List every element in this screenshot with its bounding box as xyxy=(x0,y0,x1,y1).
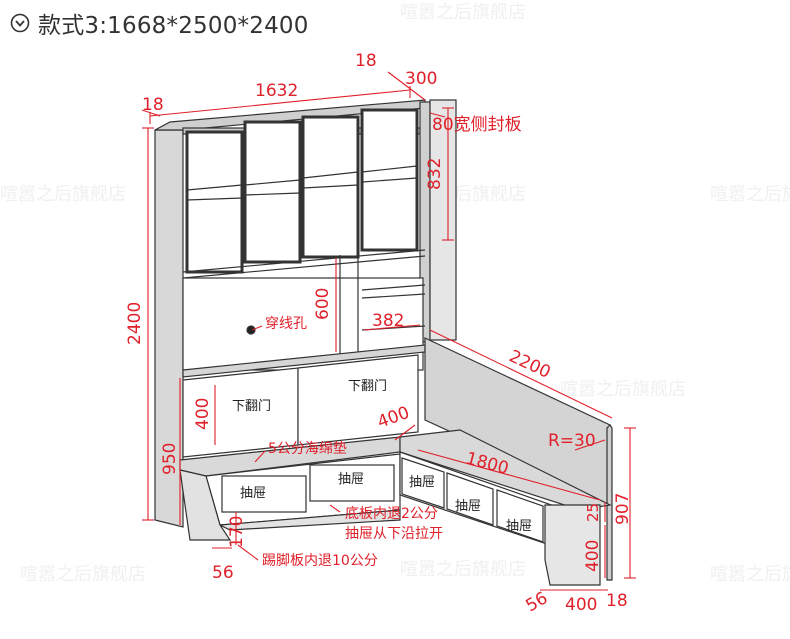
dim-shelf-width: 382 xyxy=(372,311,404,331)
dimension-lines xyxy=(141,71,636,591)
dim-drawer-gap: 25 xyxy=(584,503,602,522)
watermark: 喧嚣之后旗舰店 xyxy=(0,184,126,205)
dim-upper-height: 832 xyxy=(425,158,445,190)
dim-depth: 300 xyxy=(405,69,437,89)
dim-right-height: 907 xyxy=(613,493,633,525)
chevron-down-circle-icon xyxy=(10,13,30,33)
watermark: 喧嚣之后旗舰店 xyxy=(710,564,790,585)
dim-width: 1632 xyxy=(255,81,298,101)
label-kick-recess: 踢脚板内退10公分 xyxy=(262,553,378,569)
glass-doors xyxy=(185,108,419,274)
dim-left-thickness: 18 xyxy=(142,95,164,115)
label-cushion: 5公分海绵垫 xyxy=(268,440,347,457)
dim-top-thickness: 18 xyxy=(355,51,377,71)
label-flap-door-right: 下翻门 xyxy=(348,379,387,394)
dim-bottom-depth: 400 xyxy=(565,595,597,615)
cabinet xyxy=(154,99,613,586)
dim-kick-recess-right: 56 xyxy=(523,588,552,616)
dim-bench-side: 400 xyxy=(583,540,603,572)
dim-bench-length: 2200 xyxy=(506,346,554,382)
dim-radius: R=30 xyxy=(548,431,596,451)
flap-door-right xyxy=(297,354,419,446)
dim-niche-height: 600 xyxy=(313,288,333,320)
watermark: 喧嚣之后旗舰店 xyxy=(20,564,146,585)
label-drawer: 抽屉 xyxy=(240,486,266,501)
watermark: 喧嚣之后旗舰店 xyxy=(560,379,686,400)
dimension-texts: 18 300 1632 18 80宽侧封板 832 2400 600 382 2… xyxy=(125,51,633,616)
label-drawer: 抽屉 xyxy=(506,519,532,534)
dim-flap-height: 400 xyxy=(193,398,213,430)
dim-total-height: 2400 xyxy=(125,302,145,345)
dim-kick-recess-left: 56 xyxy=(212,563,234,583)
header: 款式3:1668*2500*2400 xyxy=(10,6,309,40)
label-drawer: 抽屉 xyxy=(409,475,435,490)
label-bottom-recess: 底板内退2公分 xyxy=(345,506,438,522)
label-drawer-pull: 抽屉从下沿拉开 xyxy=(345,526,443,542)
label-cable-hole: 穿线孔 xyxy=(265,316,307,332)
annotations: 穿线孔 下翻门 下翻门 5公分海绵垫 抽屉 抽屉 抽屉 抽屉 抽屉 底板内退2公… xyxy=(232,316,532,569)
watermark: 喧嚣之后旗舰店 xyxy=(400,559,526,580)
label-flap-door-left: 下翻门 xyxy=(232,399,271,414)
dim-bottom-thickness: 18 xyxy=(606,591,628,611)
watermark: 喧嚣之后旗舰店 xyxy=(400,2,526,23)
watermark: 喧嚣之后旗舰店 xyxy=(710,184,790,205)
page-title: 款式3:1668*2500*2400 xyxy=(38,13,309,39)
label-drawer: 抽屉 xyxy=(338,472,364,487)
label-drawer: 抽屉 xyxy=(455,499,481,514)
dim-side-panel: 80宽侧封板 xyxy=(432,115,522,135)
dim-desk-height: 950 xyxy=(160,443,180,475)
watermark: 喧嚣之后旗舰店 xyxy=(400,184,526,205)
dim-kick-height: 170 xyxy=(227,516,247,548)
